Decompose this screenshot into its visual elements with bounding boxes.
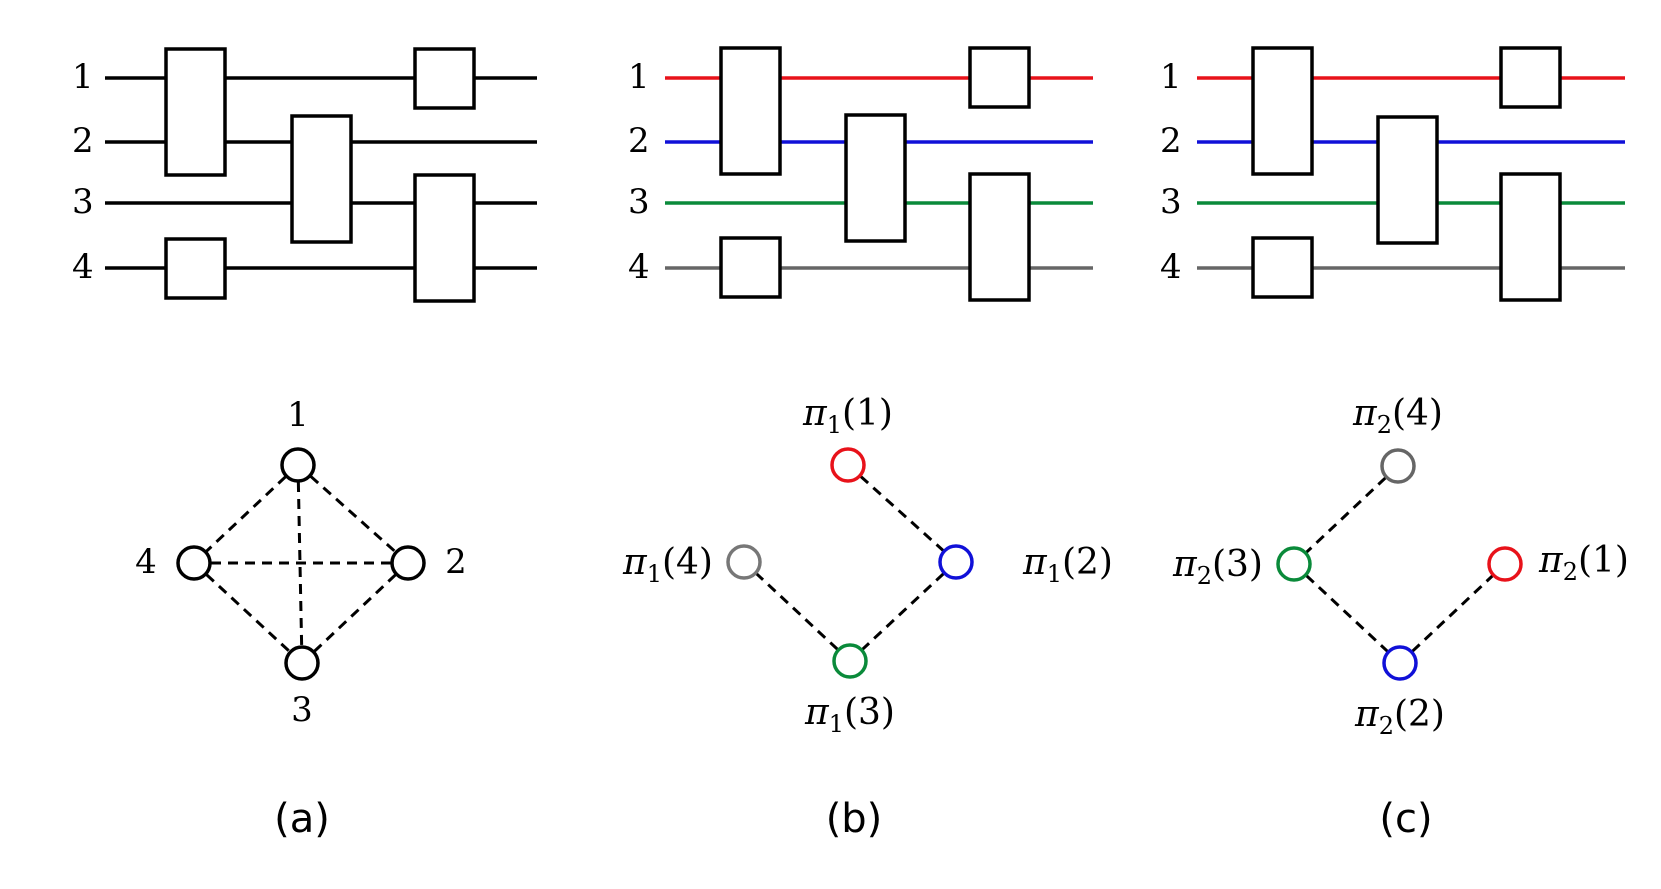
gate-3-4 <box>1499 172 1562 302</box>
gate-1 <box>1499 46 1562 109</box>
wire-label-2: 2 <box>628 121 650 161</box>
gate-3-4 <box>968 172 1031 302</box>
node-label-3: 3 <box>291 690 313 730</box>
edge-4-3 <box>192 561 304 665</box>
wire-label-3: 3 <box>72 182 94 222</box>
graph-b: π1(1) π1(2) π1(3) π1(4) <box>622 393 1113 738</box>
node-label-pi2-4: π2(4) <box>1352 393 1443 439</box>
node-label-pi2-2: π2(2) <box>1354 694 1445 740</box>
node-label-2: 2 <box>445 542 467 582</box>
gate-1 <box>413 47 476 110</box>
edge-1-4 <box>192 463 300 565</box>
node-1 <box>280 447 316 483</box>
wire-label-2: 2 <box>1160 121 1182 161</box>
node-label-pi1-3: π1(3) <box>804 692 895 738</box>
wire-label-1: 1 <box>72 57 94 97</box>
gate-1-2 <box>164 47 227 177</box>
wire-label-1: 1 <box>1160 57 1182 97</box>
edge-1-2 <box>846 463 958 564</box>
circuit-b: 1 2 3 4 <box>628 46 1093 302</box>
node-pi2-1 <box>1487 546 1523 582</box>
gate-1-2 <box>719 46 782 176</box>
circuit-a: 1 2 3 4 <box>72 47 537 303</box>
edge-2-1 <box>1398 562 1507 665</box>
caption-a: (a) <box>274 796 330 842</box>
circuit-c: 1 2 3 4 <box>1160 46 1625 302</box>
node-2 <box>390 545 426 581</box>
node-pi1-2 <box>938 544 974 580</box>
node-label-pi1-2: π1(2) <box>1022 542 1113 588</box>
edge-2-3 <box>300 561 410 665</box>
wire-label-4: 4 <box>628 247 650 287</box>
gate-4 <box>164 237 227 300</box>
wire-label-3: 3 <box>628 182 650 222</box>
node-label-1: 1 <box>287 395 309 435</box>
caption-c: (c) <box>1379 796 1432 842</box>
node-3 <box>284 645 320 681</box>
node-label-pi2-1: π2(1) <box>1538 540 1629 586</box>
gate-2-3 <box>844 113 907 243</box>
edge-1-2 <box>297 463 409 565</box>
node-label-pi2-3: π2(3) <box>1172 544 1263 590</box>
graph-a: 1 2 3 4 <box>135 395 467 730</box>
edge-3-4 <box>742 560 852 663</box>
gate-3-4 <box>413 173 476 303</box>
node-pi2-3 <box>1276 546 1312 582</box>
gate-4 <box>719 236 782 299</box>
wire-label-4: 4 <box>1160 247 1182 287</box>
node-4 <box>176 545 212 581</box>
caption-b: (b) <box>826 796 883 842</box>
wire-label-2: 2 <box>72 121 94 161</box>
node-label-4: 4 <box>135 542 157 582</box>
gate-1 <box>968 46 1031 109</box>
node-label-pi1-1: π1(1) <box>802 393 893 439</box>
gate-4 <box>1251 236 1314 299</box>
wire-label-1: 1 <box>628 57 650 97</box>
gate-1-2 <box>1251 46 1314 176</box>
node-pi1-3 <box>832 643 868 679</box>
gate-2-3 <box>290 114 353 244</box>
node-pi1-4 <box>726 544 762 580</box>
edge-3-2 <box>1292 562 1402 665</box>
wire-label-3: 3 <box>1160 182 1182 222</box>
edge-2-3 <box>848 560 958 663</box>
node-pi1-1 <box>830 447 866 483</box>
graph-c: π2(4) π2(3) π2(1) π2(2) <box>1172 393 1629 740</box>
wire-label-4: 4 <box>72 247 94 287</box>
node-label-pi1-4: π1(4) <box>622 542 713 588</box>
node-pi2-2 <box>1382 645 1418 681</box>
node-pi2-4 <box>1380 448 1416 484</box>
gate-2-3 <box>1376 115 1439 245</box>
edge-4-3 <box>1292 464 1400 566</box>
